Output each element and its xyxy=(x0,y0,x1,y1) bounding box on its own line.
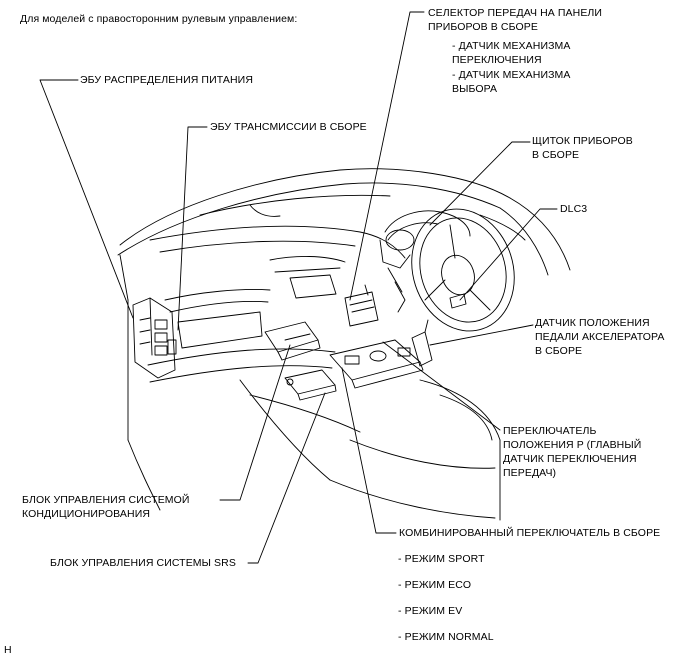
dlc3-part xyxy=(449,293,467,309)
label-power-distribution-ecu: ЭБУ РАСПРЕДЕЛЕНИЯ ПИТАНИЯ xyxy=(80,74,254,86)
label-accel-pedal-sensor: ДАТЧИК ПОЛОЖЕНИЯ ПЕДАЛИ АКСЕЛЕРАТОРА В С… xyxy=(535,317,665,357)
label-combination-meter: ЩИТОК ПРИБОРОВ В СБОРЕ xyxy=(532,135,633,161)
label-combination-switch: КОМБИНИРОВАННЫЙ ПЕРЕКЛЮЧАТЕЛЬ В СБОРЕ xyxy=(399,527,661,539)
ac-amplifier-part xyxy=(264,321,321,361)
srs-unit-part xyxy=(284,369,337,401)
label-dlc3: DLC3 xyxy=(560,203,588,215)
label-transmission-ecu: ЭБУ ТРАНСМИССИИ В СБОРЕ xyxy=(210,121,367,133)
combination-switch-part xyxy=(329,339,424,389)
label-mode-sport: - РЕЖИМ SPORT xyxy=(398,553,485,565)
header-note: Для моделей с правосторонним рулевым упр… xyxy=(20,13,298,25)
label-shift-sensor: - ДАТЧИК МЕХАНИЗМА ПЕРЕКЛЮЧЕНИЯ xyxy=(452,40,571,66)
label-mode-eco: - РЕЖИМ ECO xyxy=(398,579,472,591)
label-mode-normal: - РЕЖИМ NORMAL xyxy=(398,631,494,643)
label-mode-ev: - РЕЖИМ EV xyxy=(398,605,463,617)
figure-code: H xyxy=(4,644,12,656)
steering-wheel xyxy=(411,208,515,332)
label-shift-selector: СЕЛЕКТОР ПЕРЕДАЧ НА ПАНЕЛИ ПРИБОРОВ В СБ… xyxy=(428,7,603,33)
dashboard-outline xyxy=(117,168,571,521)
label-p-position-switch: ПЕРЕКЛЮЧАТЕЛЬ ПОЛОЖЕНИЯ P (ГЛАВНЫЙ ДАТЧИ… xyxy=(503,425,642,479)
label-select-sensor: - ДАТЧИК МЕХАНИЗМА ВЫБОРА xyxy=(452,69,571,95)
power-distribution-ecu-part xyxy=(132,297,177,379)
shift-selector-part xyxy=(344,267,406,327)
label-srs-unit: БЛОК УПРАВЛЕНИЯ СИСТЕМЫ SRS xyxy=(50,557,236,569)
label-ac-amplifier: БЛОК УПРАВЛЕНИЯ СИСТЕМОЙ КОНДИЦИОНИРОВАН… xyxy=(22,494,190,520)
leader-lines xyxy=(39,11,558,564)
accel-pedal-part xyxy=(411,319,433,367)
combination-meter-part xyxy=(379,210,471,269)
